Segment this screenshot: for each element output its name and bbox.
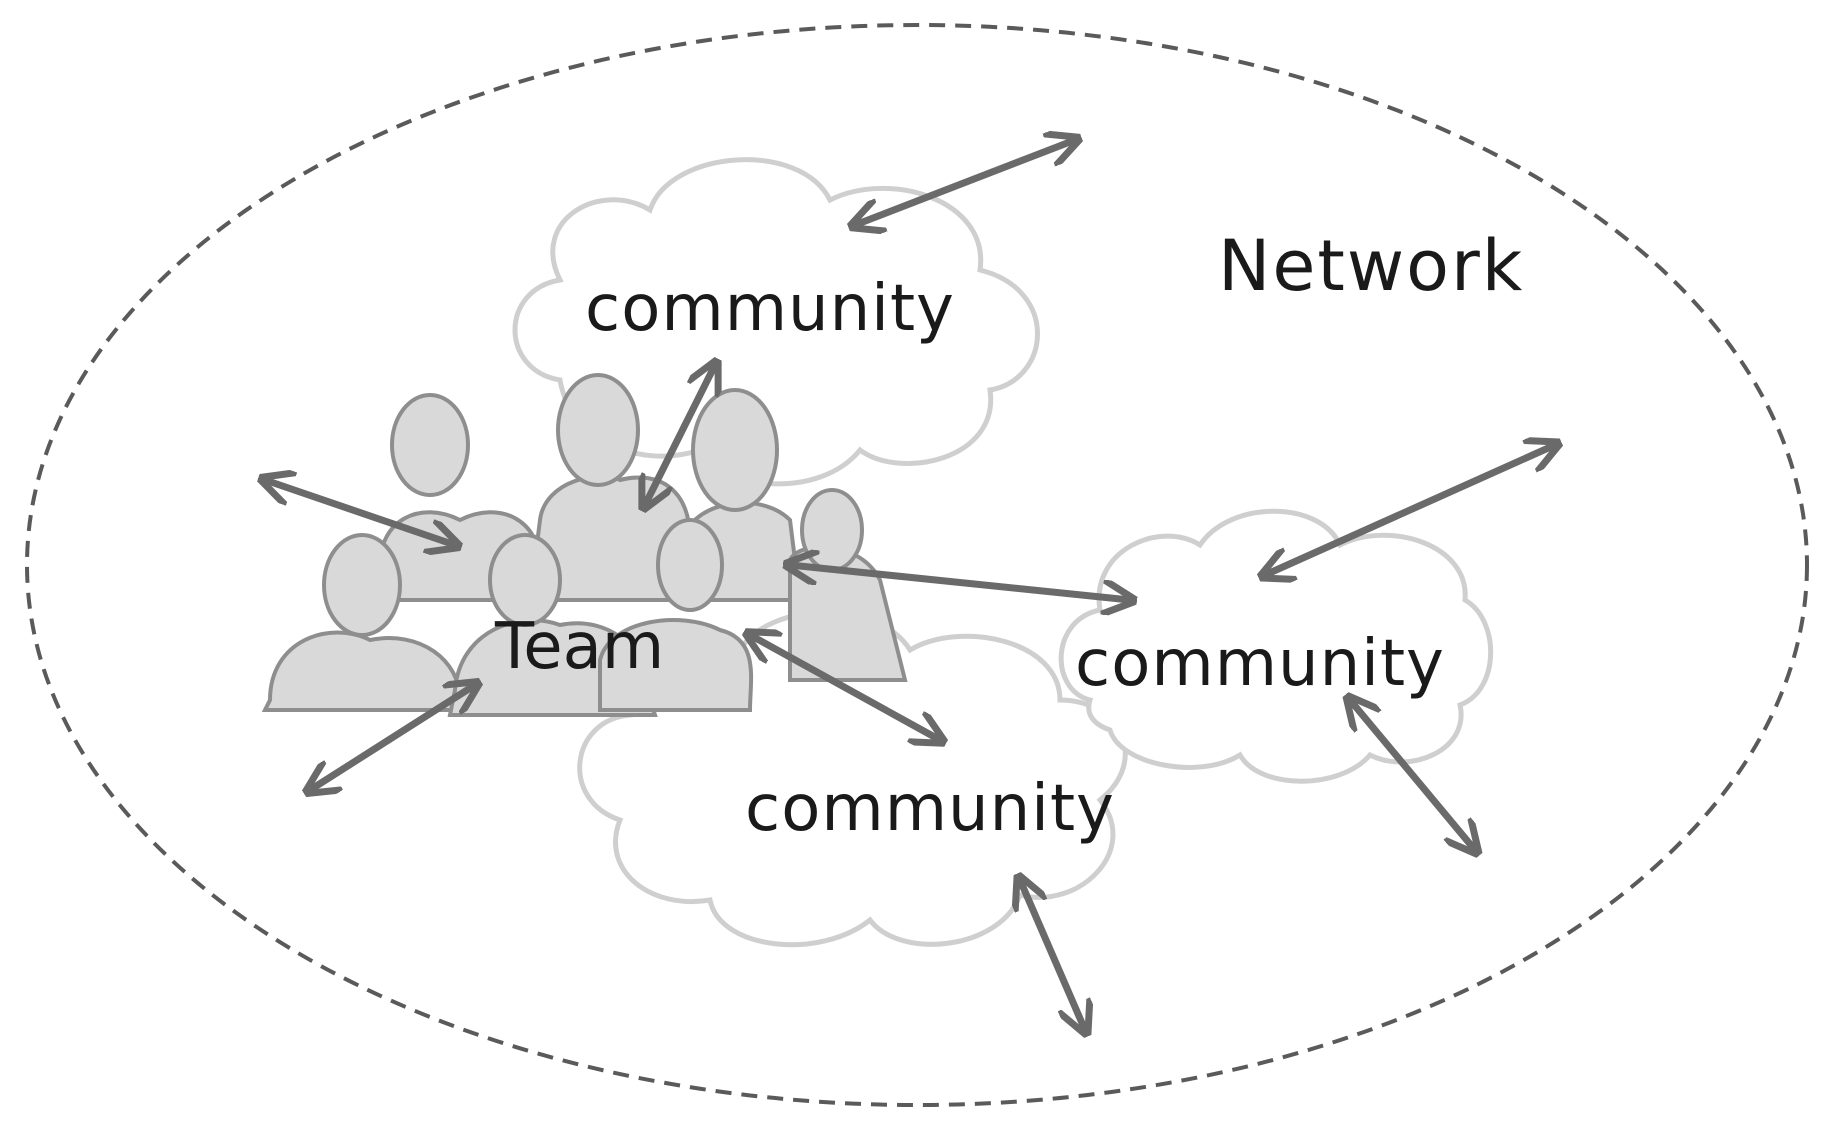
double-arrow [310, 685, 475, 790]
network-label: Network [1218, 225, 1524, 307]
double-arrow [750, 635, 940, 740]
person-icon [788, 488, 908, 682]
double-arrow [265, 480, 455, 545]
double-arrow [855, 140, 1075, 225]
double-arrow [790, 565, 1130, 600]
double-arrow [1265, 445, 1555, 575]
connection-arrows [265, 140, 1555, 1030]
community-label-top: community [585, 272, 955, 346]
person-icon [598, 518, 754, 712]
network-boundary [25, 23, 1809, 1107]
community-label-bottom: community [745, 772, 1115, 846]
double-arrow [645, 365, 715, 505]
team-label: Team [494, 610, 664, 684]
double-arrow [1350, 700, 1475, 850]
community-label-right: community [1075, 627, 1445, 701]
double-arrow [1020, 880, 1085, 1030]
